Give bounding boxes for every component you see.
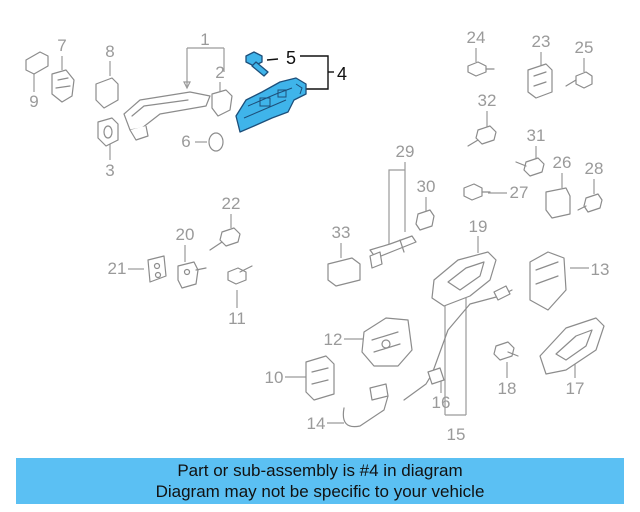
banner-line-2: Diagram may not be specific to your vehi… bbox=[155, 482, 485, 501]
part-14-cable bbox=[342, 383, 389, 428]
leader-lines bbox=[33, 47, 595, 424]
part-28-bolt bbox=[577, 193, 603, 213]
callout-30: 30 bbox=[417, 177, 436, 196]
callout-14: 14 bbox=[307, 414, 326, 433]
callout-18: 18 bbox=[498, 379, 517, 398]
part-33-pad bbox=[327, 257, 361, 287]
callout-12: 12 bbox=[324, 330, 343, 349]
callout-labels: 1 2 3 4 5 6 7 8 9 10 11 12 13 14 15 16 1… bbox=[29, 28, 609, 444]
info-banner: Part or sub-assembly is #4 in diagram Di… bbox=[16, 458, 624, 504]
callout-19: 19 bbox=[469, 217, 488, 236]
part-29-rod bbox=[369, 235, 417, 269]
part-2-handle-cap bbox=[211, 89, 233, 117]
part-8 bbox=[95, 77, 119, 109]
part-26-bracket bbox=[545, 187, 571, 219]
part-27-bolt bbox=[463, 183, 491, 201]
callout-29: 29 bbox=[396, 142, 415, 161]
part-32-bolt bbox=[467, 125, 497, 147]
callout-13: 13 bbox=[591, 260, 610, 279]
part-19-inside-handle bbox=[431, 251, 497, 307]
callout-6: 6 bbox=[181, 132, 190, 151]
part-24-bolt bbox=[467, 61, 495, 77]
part-10-latch bbox=[305, 355, 335, 401]
callout-11: 11 bbox=[228, 309, 246, 328]
part-25-bolt bbox=[565, 71, 593, 89]
part-15-cable bbox=[403, 285, 513, 401]
part-18-bolt bbox=[493, 341, 519, 361]
callout-24: 24 bbox=[467, 28, 486, 47]
part-23-striker bbox=[527, 63, 553, 99]
callout-23: 23 bbox=[532, 32, 551, 51]
callout-4: 4 bbox=[337, 64, 347, 84]
part-13-bracket bbox=[529, 251, 567, 311]
callout-33: 33 bbox=[332, 223, 351, 242]
callout-31: 31 bbox=[527, 126, 546, 145]
callout-2: 2 bbox=[215, 63, 224, 82]
part-21-plate bbox=[147, 255, 167, 283]
callout-9: 9 bbox=[29, 92, 38, 111]
part-lock-cylinder bbox=[25, 51, 75, 103]
callout-5: 5 bbox=[286, 48, 296, 68]
part-1-outside-handle bbox=[123, 91, 211, 141]
callout-22: 22 bbox=[222, 194, 241, 213]
callout-25: 25 bbox=[575, 38, 594, 57]
part-22-bolt bbox=[209, 227, 241, 251]
part-11-bolt bbox=[227, 265, 253, 285]
callout-15: 15 bbox=[447, 425, 466, 444]
part-30-clip bbox=[415, 209, 435, 231]
callout-27: 27 bbox=[510, 183, 529, 202]
callout-32: 32 bbox=[478, 91, 497, 110]
part-20-bracket bbox=[177, 261, 207, 289]
part-31-bolt bbox=[515, 157, 545, 177]
callout-8: 8 bbox=[105, 42, 114, 61]
part-17-handle bbox=[539, 317, 605, 375]
callout-1: 1 bbox=[200, 30, 209, 49]
part-5-bolt bbox=[245, 51, 269, 77]
part-6-oring bbox=[208, 132, 224, 152]
part-12-door-latch bbox=[361, 317, 413, 367]
callout-20: 20 bbox=[176, 225, 195, 244]
callout-16: 16 bbox=[432, 393, 451, 412]
part-4-handle-bracket bbox=[235, 77, 307, 133]
part-3-escutcheon bbox=[97, 117, 119, 147]
callout-21: 21 bbox=[108, 259, 127, 278]
banner-line-1: Part or sub-assembly is #4 in diagram bbox=[177, 461, 463, 480]
callout-7: 7 bbox=[57, 36, 66, 55]
callout-10: 10 bbox=[265, 368, 284, 387]
callout-17: 17 bbox=[566, 379, 585, 398]
callout-28: 28 bbox=[585, 159, 604, 178]
callout-3: 3 bbox=[105, 161, 114, 180]
callout-26: 26 bbox=[553, 153, 572, 172]
